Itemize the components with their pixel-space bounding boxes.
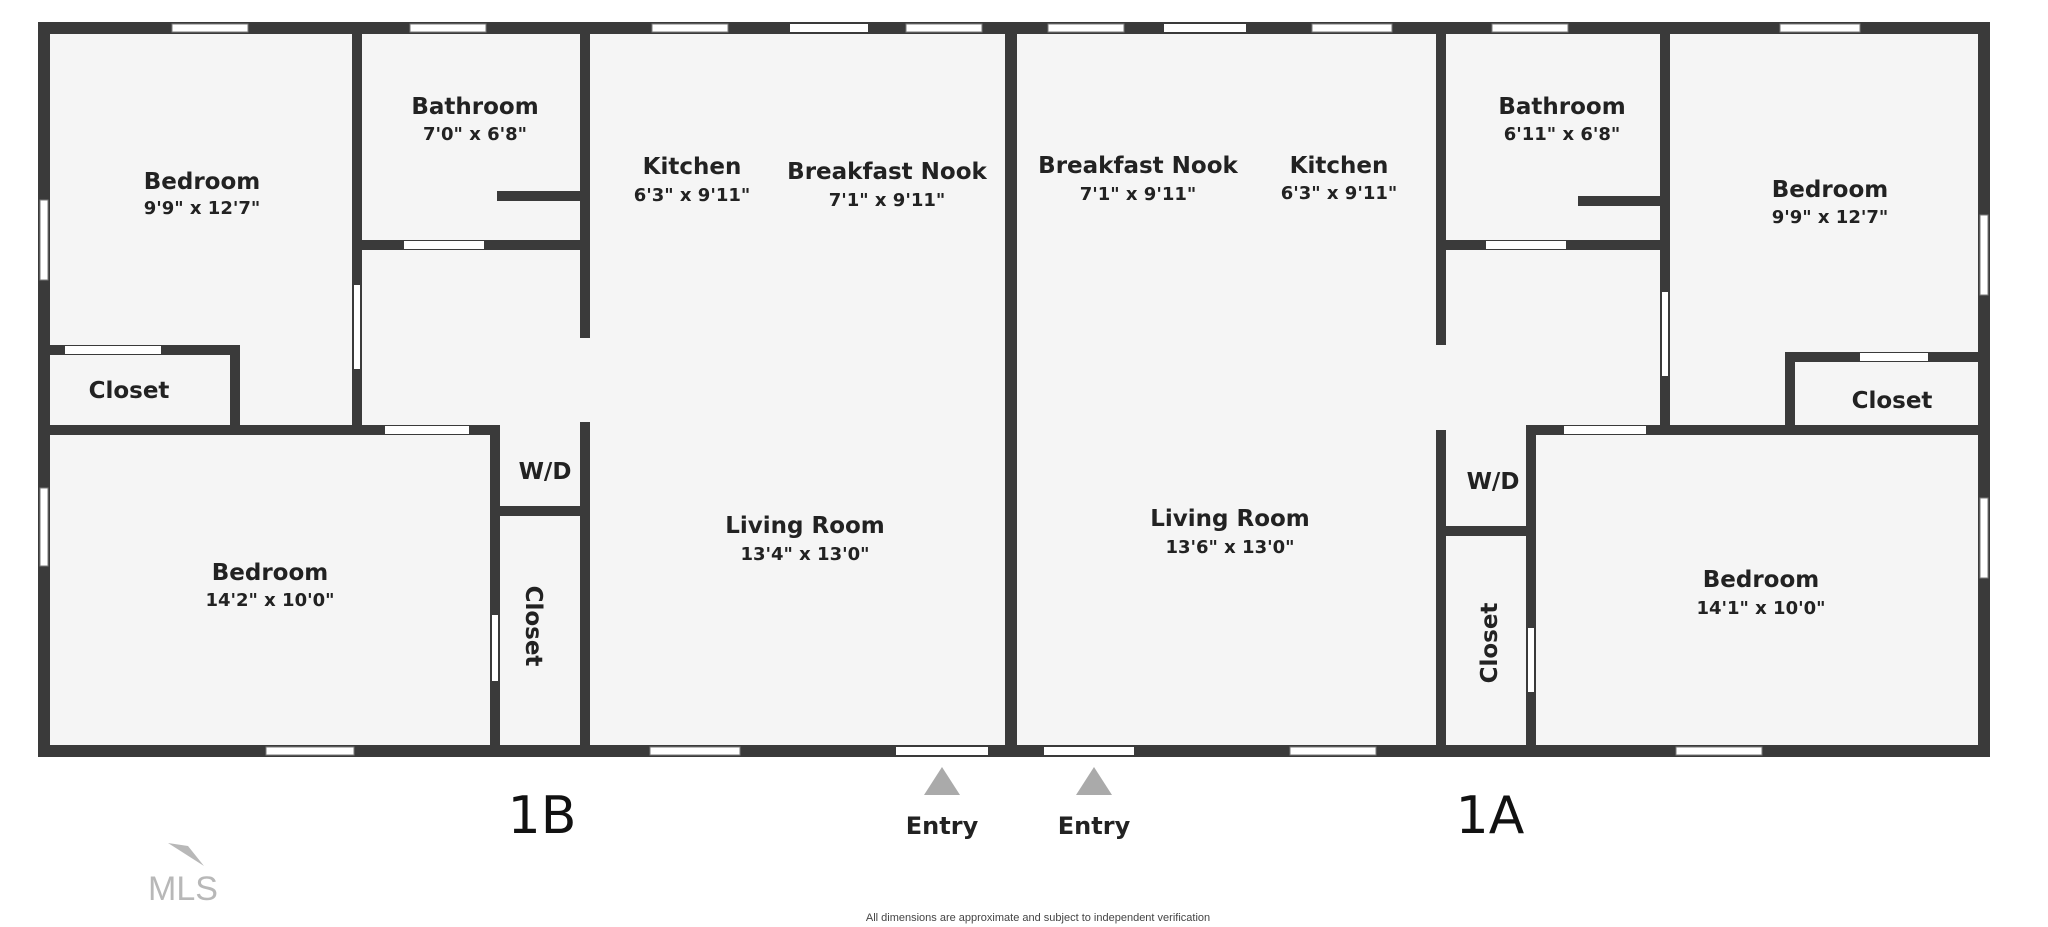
room-dimension: 13'6" x 13'0" [1165, 537, 1294, 558]
room-name: Bedroom [144, 169, 261, 195]
wall-1a-wd-right [1526, 425, 1536, 750]
wall-1b-bath-stub [497, 191, 582, 201]
room-dimension: 6'11" x 6'8" [1504, 124, 1621, 145]
interior-door [1486, 241, 1566, 249]
unit-label-1a: 1A [1456, 786, 1525, 846]
window [1979, 497, 1989, 579]
interior-door [1860, 353, 1928, 361]
mls-logo-mark-icon [168, 843, 204, 866]
wall-1b-bed-right [352, 30, 362, 430]
interior-door [1662, 292, 1668, 376]
entry-label-1b: Entry [906, 812, 979, 840]
interior-door [354, 285, 360, 369]
window [1311, 23, 1393, 33]
mls-logo: MLS [148, 843, 218, 908]
window [1779, 23, 1861, 33]
room-dimension: 14'2" x 10'0" [205, 590, 334, 611]
room-dimension: 7'0" x 6'8" [423, 124, 527, 145]
wall-1a-kitchen-right-upper [1436, 30, 1446, 345]
window [649, 746, 741, 756]
room-name: Kitchen [1290, 153, 1389, 179]
room-dimension: 7'1" x 9'11" [829, 190, 946, 211]
window [409, 23, 487, 33]
room-dimension: 14'1" x 10'0" [1696, 598, 1825, 619]
window [1047, 23, 1125, 33]
room-dimension: 13'4" x 13'0" [740, 544, 869, 565]
interior-door [65, 346, 161, 354]
room-dimension: 9'9" x 12'7" [144, 198, 261, 219]
window [171, 23, 249, 33]
disclaimer: All dimensions are approximate and subje… [866, 912, 1210, 924]
room-name: Bedroom [1703, 567, 1820, 593]
wall-1b-bed2-top [45, 425, 500, 435]
room-name: Living Room [725, 513, 885, 539]
wall-1b-closet-right [230, 345, 240, 430]
interior-door [492, 615, 498, 681]
window [1491, 23, 1569, 33]
interior-door [404, 241, 484, 249]
interior-door [1528, 628, 1534, 692]
openings [39, 23, 1989, 756]
wall-1a-closet-left [1785, 352, 1795, 432]
interior-door [1564, 426, 1646, 434]
entry-arrow-1a [1076, 767, 1112, 795]
door-opening [896, 747, 988, 755]
door-opening [1044, 747, 1134, 755]
window [39, 487, 49, 567]
room-name: Bedroom [1772, 177, 1889, 203]
room-name: W/D [1467, 469, 1520, 495]
window [1979, 214, 1989, 296]
entry-label-1a: Entry [1058, 812, 1131, 840]
unit-label-1b: 1B [508, 786, 577, 846]
wall-exterior-left [38, 22, 50, 757]
window [1164, 24, 1246, 32]
room-name: Kitchen [643, 154, 742, 180]
wall-1a-wd-bottom [1444, 526, 1530, 536]
room-name: Closet [1852, 388, 1933, 414]
window [265, 746, 355, 756]
window [1675, 746, 1763, 756]
room-name: Closet [1477, 603, 1503, 684]
room-name: Breakfast Nook [787, 159, 987, 185]
room-name: Breakfast Nook [1038, 153, 1238, 179]
wall-1b-wd-bottom [498, 506, 583, 516]
window [790, 24, 868, 32]
window [905, 23, 983, 33]
room-dimension: 7'1" x 9'11" [1080, 184, 1197, 205]
room-name: Closet [89, 378, 170, 404]
window [651, 23, 729, 33]
room-name: Closet [520, 586, 546, 667]
room-name: W/D [519, 459, 572, 485]
wall-1a-bath-stub [1578, 196, 1662, 206]
wall-1a-bath-right [1660, 30, 1670, 430]
room-dimension: 6'3" x 9'11" [1281, 183, 1398, 204]
room-name: Living Room [1150, 506, 1310, 532]
room-name: Bathroom [1498, 94, 1625, 120]
wall-exterior-right [1978, 22, 1990, 757]
interior-door [385, 426, 469, 434]
wall-1a-kitchen-right-lower [1436, 430, 1446, 750]
mls-logo-text: MLS [148, 870, 218, 908]
room-name: Bathroom [411, 94, 538, 120]
room-name: Bedroom [212, 560, 329, 586]
wall-party [1005, 22, 1017, 757]
room-dimension: 6'3" x 9'11" [634, 185, 751, 206]
wall-1b-kitchen-left-lower [580, 422, 590, 752]
window [39, 199, 49, 281]
wall-1a-bed2-top [1526, 425, 1980, 435]
room-dimension: 9'9" x 12'7" [1772, 207, 1889, 228]
window [1289, 746, 1377, 756]
wall-1b-wd-left [490, 425, 500, 750]
wall-1b-kitchen-left-upper [580, 30, 590, 338]
entry-arrow-1b [924, 767, 960, 795]
